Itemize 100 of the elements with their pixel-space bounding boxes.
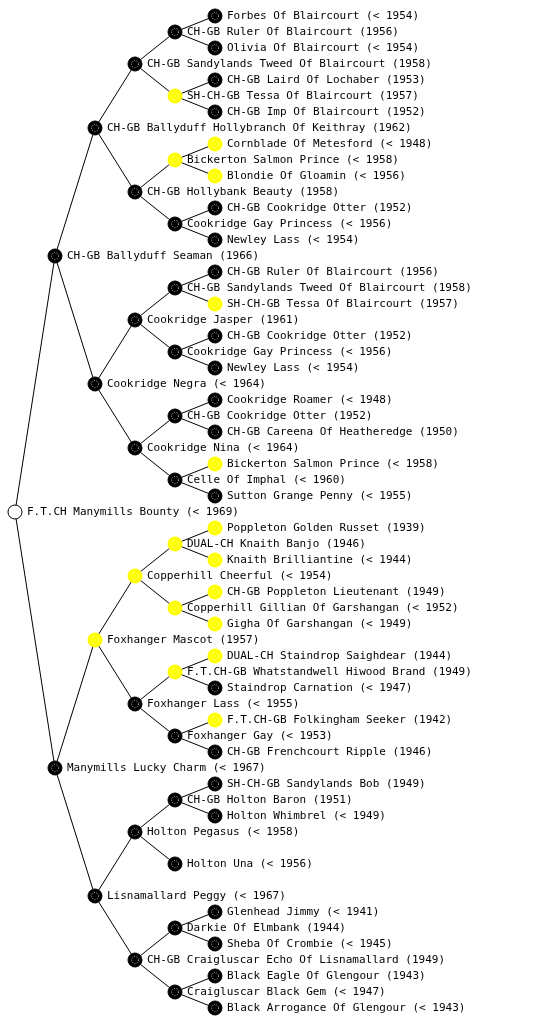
- dog-name: Black Arrogance Of Glengour (< 1943): [227, 1001, 466, 1015]
- dog-name: SH-CH-GB Tessa Of Blaircourt (1957): [187, 89, 419, 103]
- dog-name: Cookridge Nina (< 1964): [147, 441, 300, 455]
- dog-name: Copperhill Gillian Of Garshangan (< 1952): [187, 601, 459, 615]
- connector-line: [181, 530, 209, 542]
- dog-name: Foxhanger Gay (< 1953): [187, 729, 333, 743]
- dog-name: Newley Lass (< 1954): [227, 361, 360, 375]
- connector-line: [181, 594, 209, 606]
- connector-line: [181, 978, 209, 990]
- dog-name: CH-GB Holton Baron (1951): [187, 793, 353, 807]
- dog-name: SH-CH-GB Tessa Of Blaircourt (1957): [227, 297, 459, 311]
- dog-name: Holton Whimbrel (< 1949): [227, 809, 386, 823]
- connector-line: [181, 546, 209, 558]
- connector-line: [181, 786, 209, 798]
- dog-name: CH-GB Imp Of Blaircourt (1952): [227, 105, 426, 119]
- connector-line: [181, 226, 209, 238]
- connector-line: [181, 482, 209, 494]
- dog-name: F.T.CH-GB Whatstandwell Hiwood Brand (1949): [187, 665, 472, 679]
- connector-line: [181, 930, 209, 942]
- connector-line: [139, 963, 171, 989]
- dog-name: CH-GB Sandylands Tweed Of Blaircourt (1958): [147, 57, 432, 71]
- dog-name: Manymills Lucky Charm (< 1967): [67, 761, 266, 775]
- connector-line: [139, 931, 171, 957]
- dog-name: CH-GB Ballyduff Hollybranch Of Keithray (1962): [107, 121, 412, 135]
- connector-line: [181, 354, 209, 366]
- dog-name: CH-GB Cookridge Otter (1952): [227, 201, 413, 215]
- dog-name: Knaith Brilliantine (< 1944): [227, 553, 413, 567]
- connector-line: [139, 675, 171, 701]
- dog-name: Cornblade Of Metesford (< 1948): [227, 137, 433, 151]
- dog-name: CH-GB Ruler Of Blaircourt (1956): [187, 25, 399, 39]
- dog-name: Lisnamallard Peggy (< 1967): [107, 889, 286, 903]
- connector-line: [181, 466, 209, 478]
- dog-name: Poppleton Golden Russet (1939): [227, 521, 426, 535]
- connector-line: [181, 162, 209, 174]
- connector-line: [139, 579, 171, 605]
- connector-line: [56, 262, 94, 378]
- dog-name: F.T.CH Manymills Bounty (< 1969): [27, 505, 239, 519]
- connector-line: [181, 722, 209, 734]
- dog-name: Foxhanger Mascot (1957): [107, 633, 260, 647]
- connector-line: [181, 338, 209, 350]
- connector-line: [98, 645, 132, 699]
- dog-name: Holton Una (< 1956): [187, 857, 313, 871]
- dog-name: CH-GB Careena Of Heatheredge (1950): [227, 425, 459, 439]
- connector-line: [98, 69, 132, 123]
- connector-line: [181, 658, 209, 670]
- connector-line: [98, 901, 132, 955]
- dog-name: Holton Pegasus (< 1958): [147, 825, 300, 839]
- dog-name: CH-GB Sandylands Tweed Of Blaircourt (1958): [187, 281, 472, 295]
- connector-line: [181, 738, 209, 750]
- connector-line: [181, 98, 209, 110]
- dog-name: Darkie Of Elmbank (1944): [187, 921, 346, 935]
- dog-name: Sheba Of Crombie (< 1945): [227, 937, 393, 951]
- connector-line: [181, 610, 209, 622]
- connector-line: [139, 291, 171, 317]
- connector-line: [181, 210, 209, 222]
- dog-name: Cookridge Jasper (1961): [147, 313, 300, 327]
- dog-name: Staindrop Carnation (< 1947): [227, 681, 413, 695]
- dog-name: SH-CH-GB Sandylands Bob (1949): [227, 777, 426, 791]
- dog-name: CH-GB Frenchcourt Ripple (1946): [227, 745, 433, 759]
- connector-line: [139, 67, 171, 93]
- dog-name: Celle Of Imphal (< 1960): [187, 473, 346, 487]
- dog-name: Glenhead Jimmy (< 1941): [227, 905, 380, 919]
- connector-line: [139, 163, 171, 189]
- connector-line: [139, 35, 171, 61]
- connector-line: [139, 323, 171, 349]
- dog-name: Forbes Of Blaircourt (< 1954): [227, 9, 420, 23]
- connector-line: [139, 547, 171, 573]
- connector-line: [181, 290, 209, 302]
- connector-line: [181, 82, 209, 94]
- connector-line: [181, 418, 209, 430]
- connector-line: [139, 803, 171, 829]
- connector-line: [181, 402, 209, 414]
- dog-name: CH-GB Ballyduff Seaman (1966): [67, 249, 260, 263]
- connector-line: [181, 18, 209, 30]
- dog-name: Sutton Grange Penny (< 1955): [227, 489, 413, 503]
- connector-line: [98, 325, 132, 379]
- dog-name: Craigluscar Black Gem (< 1947): [187, 985, 386, 999]
- dog-name: CH-GB Cookridge Otter (1952): [187, 409, 373, 423]
- dog-name: Bickerton Salmon Prince (< 1958): [227, 457, 439, 471]
- connector-line: [98, 133, 132, 187]
- dog-name: Gigha Of Garshangan (< 1949): [227, 617, 413, 631]
- dog-name: Black Eagle Of Glengour (1943): [227, 969, 426, 983]
- connector-line: [181, 994, 209, 1006]
- connector-line: [181, 914, 209, 926]
- dog-name: Cookridge Roamer (< 1948): [227, 393, 393, 407]
- connector-line: [181, 34, 209, 46]
- connector-line: [139, 451, 171, 477]
- connector-line: [98, 837, 132, 891]
- dog-name: Cookridge Gay Princess (< 1956): [187, 345, 393, 359]
- dog-name: Newley Lass (< 1954): [227, 233, 360, 247]
- dog-name: CH-GB Craigluscar Echo Of Lisnamallard (1949): [147, 953, 445, 967]
- connector-line: [98, 581, 132, 635]
- connector-line: [15, 262, 55, 506]
- connector-line: [181, 802, 209, 814]
- dog-name: F.T.CH-GB Folkingham Seeker (1942): [227, 713, 453, 727]
- dog-name: Blondie Of Gloamin (< 1956): [227, 169, 406, 183]
- connector-line: [181, 274, 209, 286]
- dog-name: Copperhill Cheerful (< 1954): [147, 569, 333, 583]
- connector-line: [139, 195, 171, 221]
- dog-name: DUAL-CH Staindrop Saighdear (1944): [227, 649, 453, 663]
